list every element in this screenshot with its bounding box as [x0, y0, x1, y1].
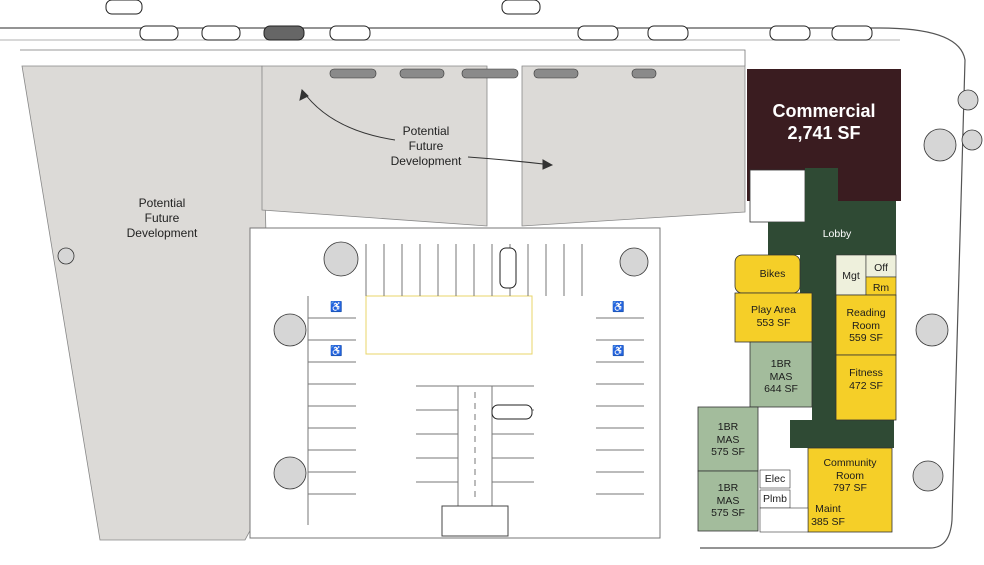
lobby-label: Lobby	[822, 228, 852, 240]
reading-room-area: 559 SF	[849, 332, 883, 344]
dev-center-line1: Potential	[402, 124, 450, 138]
reading-room-label: Reading Room 559 SF	[836, 307, 896, 345]
dev-left-line1: Potential	[138, 196, 186, 210]
unit-575-upper	[697, 406, 759, 472]
dev-center-label: Potential Future Development	[376, 124, 476, 169]
unit-a-type: 1BR	[770, 358, 792, 370]
car-icon	[105, 0, 143, 15]
dev-left-line2: Future	[144, 211, 180, 225]
car-icon	[577, 25, 619, 41]
play-area	[734, 292, 813, 343]
svg-text:♿: ♿	[612, 300, 624, 313]
commercial-label: Commercial 2,741 SF	[747, 100, 901, 144]
street-cars	[105, 0, 873, 41]
unit-a-area: 644 SF	[764, 383, 798, 395]
car-icon	[201, 25, 241, 41]
bikes-label: Bikes	[759, 268, 786, 280]
dev-left-label: Potential Future Development	[112, 196, 212, 241]
unit-b-area: 575 SF	[711, 446, 745, 458]
accessible-parking-icons: ♿ ♿ ♿ ♿	[330, 300, 624, 357]
stair-core	[749, 169, 806, 223]
lobby-corridor	[768, 168, 896, 448]
unit-a-sub: MAS	[769, 370, 793, 383]
car-icon	[647, 25, 689, 41]
unit-b-type: 1BR	[717, 421, 739, 433]
dev-center-line3: Development	[390, 154, 462, 168]
car-icon	[831, 25, 873, 41]
fitness-area: 472 SF	[849, 379, 883, 392]
play-area-area: 553 SF	[756, 316, 791, 329]
car-icon	[263, 25, 305, 41]
maint-area: 385 SF	[811, 515, 845, 528]
community-room-name1: Community	[823, 457, 877, 469]
plmb-label: Plmb	[763, 493, 787, 505]
community-room	[807, 447, 893, 533]
off-label: Off	[874, 262, 888, 274]
commercial-name: Commercial	[772, 101, 876, 121]
sidewalk-edge	[20, 49, 746, 66]
maintenance-room	[759, 507, 809, 533]
reading-room-name1: Reading	[846, 307, 886, 319]
car-icon	[499, 247, 517, 289]
unit-575-lower	[697, 470, 759, 532]
unit-c-area: 575 SF	[711, 507, 745, 519]
unit-c-label: 1BR MAS 575 SF	[698, 482, 758, 520]
dev-left-line3: Development	[126, 226, 198, 240]
management-office	[835, 254, 867, 296]
development-area-left	[21, 65, 273, 541]
planters	[329, 68, 657, 79]
fitness-name: Fitness	[849, 367, 883, 379]
svg-text:♿: ♿	[612, 344, 624, 357]
car-icon	[501, 0, 541, 15]
community-room-area: 797 SF	[833, 482, 867, 494]
development-area-center-right	[521, 65, 746, 227]
community-room-label: Community Room 797 SF	[808, 457, 892, 495]
street-curb	[0, 27, 966, 549]
reading-room-name2: Room	[851, 319, 880, 332]
play-area-name: Play Area	[751, 304, 796, 316]
maint-name: Maint	[815, 503, 841, 515]
unit-b-label: 1BR MAS 575 SF	[698, 421, 758, 459]
play-area-label: Play Area 553 SF	[735, 304, 812, 329]
reading-room	[835, 294, 897, 356]
fitness-label: Fitness 472 SF	[836, 367, 896, 392]
svg-text:♿: ♿	[330, 300, 342, 313]
community-room-name2: Room	[835, 469, 864, 482]
car-icon	[139, 25, 179, 41]
unit-a-label: 1BR MAS 644 SF	[750, 358, 812, 396]
maint-label: Maint 385 SF	[800, 503, 856, 528]
car-icon	[769, 25, 811, 41]
callout-arrows	[299, 88, 554, 170]
unit-c-sub: MAS	[716, 494, 740, 507]
rm-label: Rm	[872, 282, 890, 294]
car-icon	[491, 404, 533, 420]
unit-c-type: 1BR	[717, 482, 739, 494]
elec-label: Elec	[764, 473, 786, 485]
trees	[57, 89, 983, 492]
parking-lot	[249, 227, 661, 539]
electrical-room	[759, 469, 791, 489]
development-area-center-left	[261, 65, 488, 227]
fitness-room	[835, 354, 897, 421]
unit-644	[749, 341, 813, 408]
commercial-area: 2,741 SF	[787, 123, 861, 143]
mgt-label: Mgt	[842, 270, 860, 282]
car-icon	[329, 25, 371, 41]
unit-b-sub: MAS	[716, 433, 740, 446]
svg-text:♿: ♿	[330, 344, 342, 357]
dev-center-line2: Future	[408, 139, 444, 153]
